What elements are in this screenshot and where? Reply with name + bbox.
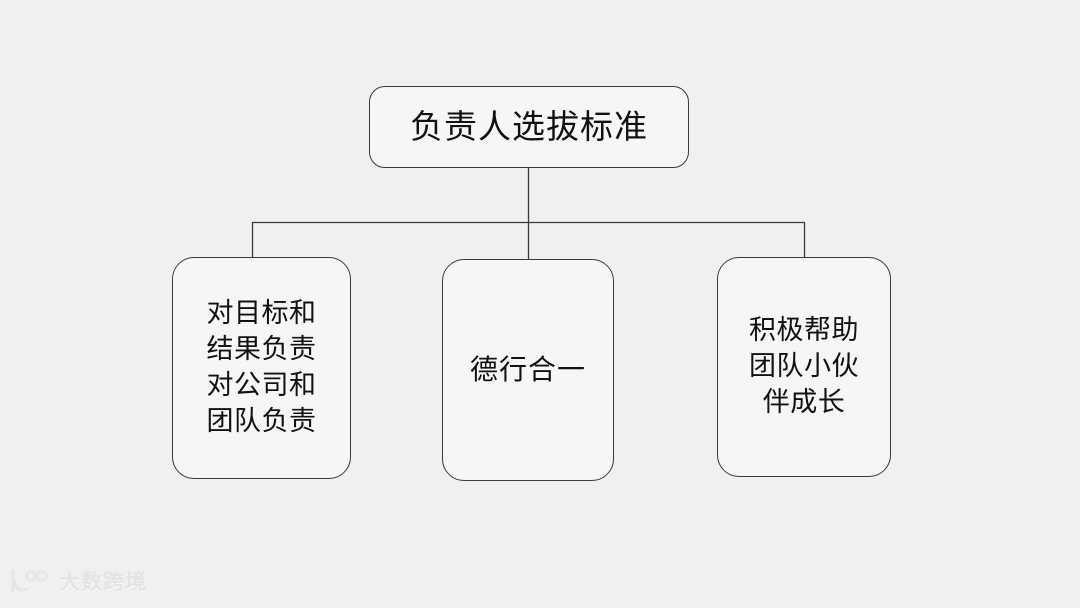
node-child-team-growth[interactable]: 积极帮助 团队小伙 伴成长	[717, 257, 891, 477]
node-child-0-label: 对目标和 结果负责 对公司和 团队负责	[206, 298, 317, 437]
node-child-responsibility[interactable]: 对目标和 结果负责 对公司和 团队负责	[172, 257, 351, 479]
watermark-text: 大数跨境	[59, 570, 147, 594]
node-child-integrity[interactable]: 德行合一	[442, 259, 614, 481]
node-child-2-label: 积极帮助 团队小伙 伴成长	[749, 315, 859, 418]
node-root[interactable]: 负责人选拔标准	[369, 86, 689, 168]
watermark: 大数跨境	[8, 566, 147, 596]
node-child-1-label: 德行合一	[469, 353, 586, 387]
dashu-kuajing-logo-icon	[11, 569, 48, 593]
node-root-label: 负责人选拔标准	[410, 106, 648, 146]
